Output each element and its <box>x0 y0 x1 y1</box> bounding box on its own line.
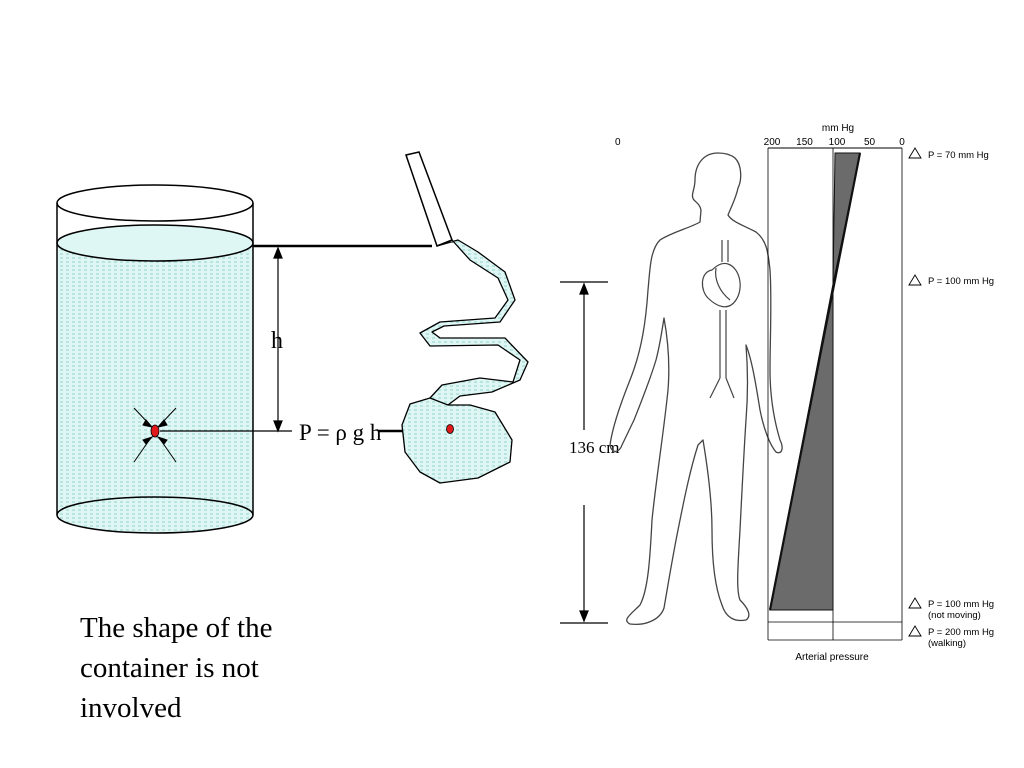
svg-text:P = 100 mm Hg: P = 100 mm Hg <box>928 276 994 287</box>
water-body <box>57 243 253 533</box>
axis-tick-label: 200 <box>764 137 781 148</box>
svg-text:P = 70 mm Hg: P = 70 mm Hg <box>928 150 989 161</box>
axis-tick-labels: 200 150 100 50 0 <box>764 137 906 148</box>
axis-unit-label: mm Hg <box>822 123 854 134</box>
heart-and-aorta <box>701 240 741 399</box>
svg-text:(walking): (walking) <box>928 638 966 649</box>
axis-tick-label: 50 <box>864 137 876 148</box>
pressure-annotations: P = 70 mm Hg P = 100 mm Hg P = 100 mm Hg… <box>908 147 994 649</box>
cylinder-container <box>56 184 254 534</box>
annotation-top: P = 70 mm Hg <box>908 147 989 161</box>
axis-tick-label: 150 <box>796 137 813 148</box>
irregular-vessel <box>401 151 529 484</box>
svg-text:P = 100 mm Hg: P = 100 mm Hg <box>928 599 994 610</box>
axis-tick-label: 100 <box>829 137 846 148</box>
vessel-pressure-point <box>446 424 454 434</box>
pressure-point-arrows <box>133 407 177 463</box>
pressure-point <box>150 424 160 438</box>
pressure-formula: P = ρ g h <box>299 420 382 445</box>
caption-text: The shape of the container is not involv… <box>80 612 273 724</box>
arterial-pressure-label: Arterial pressure <box>795 652 869 663</box>
svg-text:P = 200 mm Hg: P = 200 mm Hg <box>928 627 994 638</box>
svg-text:(not moving): (not moving) <box>928 610 981 621</box>
height-label-136cm: 136 cm <box>569 438 620 457</box>
vessel-open-tube <box>405 151 453 247</box>
cylinder-top-rim <box>56 184 254 222</box>
cylinder-bottom-rim <box>56 514 254 534</box>
axis-tick-label: 0 <box>899 137 905 148</box>
annotation-feet-still: P = 100 mm Hg (not moving) <box>908 597 994 621</box>
depth-arrow <box>273 246 283 433</box>
zero-marker: 0 <box>615 137 621 148</box>
height-arrow-136 <box>560 281 608 624</box>
height-label-h: h <box>271 328 283 354</box>
vessel-winding-tube <box>419 239 529 411</box>
annotation-heart: P = 100 mm Hg <box>908 274 994 287</box>
vessel-bottom-chamber <box>401 397 513 484</box>
water-surface <box>56 224 254 262</box>
annotation-feet-walking: P = 200 mm Hg (walking) <box>908 625 994 649</box>
human-body-outline <box>609 152 783 626</box>
pressure-chart: 200 150 100 50 0 mm Hg Arterial pressure <box>764 123 906 663</box>
